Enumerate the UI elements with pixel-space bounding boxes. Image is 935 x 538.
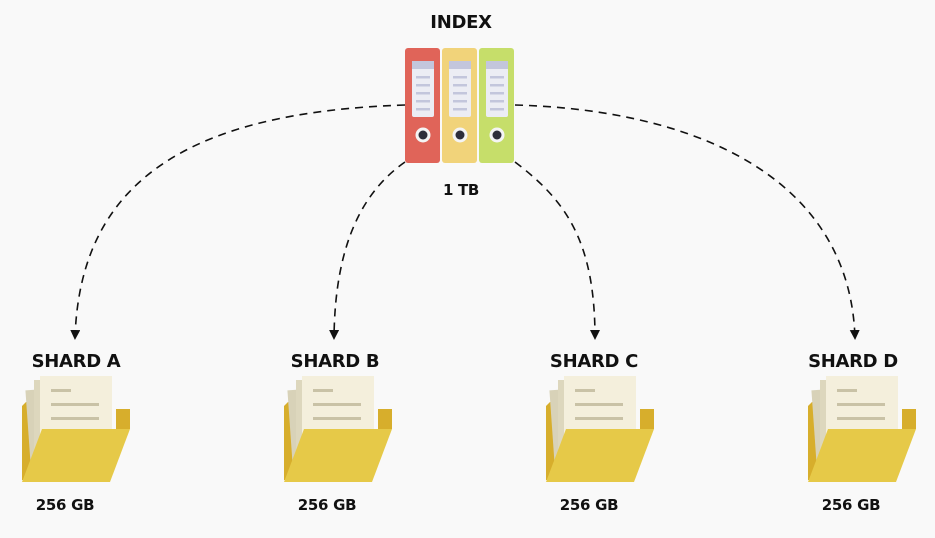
shard-c-size: 256 GB [559, 496, 619, 514]
folder-icon [808, 376, 916, 482]
shard-d-size: 256 GB [821, 496, 881, 514]
folder-icon [22, 376, 130, 482]
binder-red [405, 48, 440, 163]
shard-d-name: SHARD D [808, 351, 898, 372]
folder-icon [546, 376, 654, 482]
shard-b-size: 256 GB [297, 496, 357, 514]
shard-a-size: 256 GB [35, 496, 95, 514]
folder-icon [284, 376, 392, 482]
binder-yellow [442, 48, 477, 163]
shard-b-name: SHARD B [290, 351, 380, 372]
arrow-to-shard-b [329, 161, 406, 340]
binders-icon [405, 48, 514, 163]
arrow-to-shard-a [70, 104, 406, 340]
shard-c-name: SHARD C [549, 351, 639, 372]
arrow-to-shard-d [514, 104, 860, 340]
index-title: INDEX [430, 12, 492, 33]
shard-a-name: SHARD A [31, 351, 121, 372]
binder-green [479, 48, 514, 163]
arrow-to-shard-c [514, 161, 600, 340]
index-size: 1 TB [442, 181, 480, 199]
